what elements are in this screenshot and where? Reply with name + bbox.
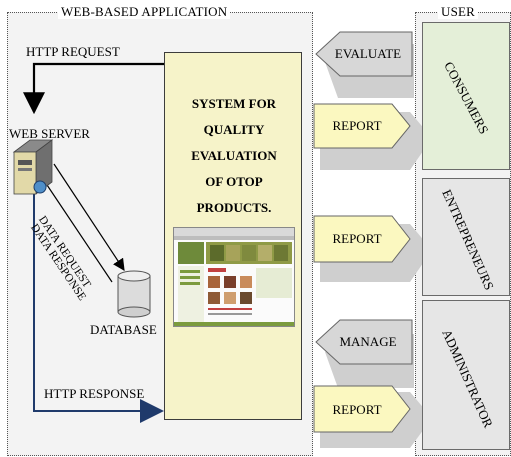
administrator-card bbox=[422, 300, 510, 450]
report-arrow-shape-1 bbox=[313, 103, 411, 149]
report-arrow-2: REPORT bbox=[332, 231, 382, 246]
website-screenshot-image bbox=[173, 227, 295, 327]
report-arrow-shape-2 bbox=[313, 215, 411, 263]
system-title-line: EVALUATION bbox=[191, 148, 277, 163]
consumers-card bbox=[422, 22, 510, 170]
evaluate-arrow-shape bbox=[315, 31, 413, 77]
system-title-line: PRODUCTS. bbox=[196, 200, 272, 215]
report-arrow-shape-3 bbox=[313, 385, 411, 433]
manage-arrow: MANAGE bbox=[339, 334, 397, 349]
database-label: DATABASE bbox=[90, 322, 157, 337]
manage-arrow-shape bbox=[315, 319, 413, 365]
http-request-label: HTTP REQUEST bbox=[26, 44, 120, 59]
user-group-title: USER bbox=[438, 5, 479, 19]
entrepreneurs-card bbox=[422, 178, 510, 296]
system-title-line: SYSTEM FOR bbox=[191, 96, 277, 111]
data-response-arrow bbox=[40, 175, 113, 283]
http-request-arrow bbox=[23, 62, 164, 115]
system-title-line: QUALITY bbox=[203, 122, 265, 137]
http-response-arrow bbox=[33, 192, 164, 423]
http-response-label: HTTP RESPONSE bbox=[44, 386, 145, 401]
database-icon bbox=[117, 270, 151, 318]
web-server-label: WEB SERVER bbox=[9, 126, 90, 141]
web-application-title: WEB-BASED APPLICATION bbox=[58, 5, 231, 19]
system-title-line: OF OTOP bbox=[205, 174, 263, 189]
system-panel: SYSTEM FOR QUALITY EVALUATION OF OTOP PR… bbox=[164, 52, 302, 420]
report-arrow-1: REPORT bbox=[332, 118, 382, 133]
report-arrow-3: REPORT bbox=[332, 402, 382, 417]
web-server-icon bbox=[12, 139, 54, 195]
data-request-arrow bbox=[53, 163, 125, 272]
system-title: SYSTEM FOR QUALITY EVALUATION OF OTOP PR… bbox=[165, 91, 303, 221]
evaluate-arrow: EVALUATE bbox=[334, 46, 402, 61]
